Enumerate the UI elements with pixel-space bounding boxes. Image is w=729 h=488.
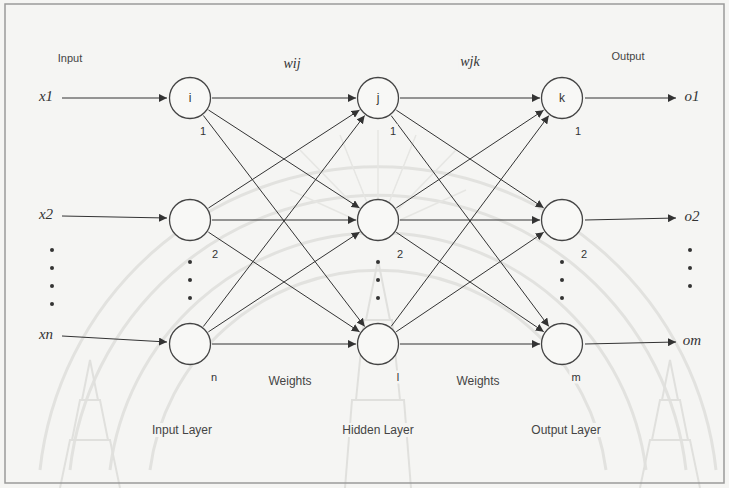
neuron-letter: j — [375, 91, 382, 105]
neuron-index: 1 — [198, 125, 208, 138]
weight-connection — [391, 116, 549, 327]
neuron-outline — [540, 322, 584, 366]
layer-label: Output Layer — [529, 423, 602, 437]
neuron-index: 1 — [573, 125, 583, 138]
weight-connection — [203, 115, 364, 326]
weight-connection — [208, 110, 359, 208]
weight-connection — [208, 232, 359, 332]
neuron-outline — [356, 198, 400, 242]
weight-connection — [208, 232, 359, 332]
neuron-index: n — [209, 371, 219, 384]
input-variable: x2 — [37, 206, 55, 223]
frame — [5, 4, 724, 483]
output-variable: o1 — [683, 88, 702, 105]
section-heading: Output — [609, 50, 646, 63]
weight-connection — [212, 98, 356, 99]
input-variable: xn — [37, 326, 55, 343]
section-heading: Input — [56, 52, 84, 65]
neuron-circle — [542, 78, 583, 119]
output-variable: o2 — [683, 208, 702, 225]
neuron-circle — [358, 324, 399, 365]
weight-connection — [208, 110, 359, 208]
weight-connection — [396, 232, 544, 331]
watermark-arcs — [40, 167, 716, 470]
input-variable: x1 — [37, 88, 55, 105]
neuron-index: l — [395, 371, 401, 384]
neuron-node: 2 — [168, 198, 212, 242]
watermark-temples — [60, 260, 700, 488]
neuron-node: k1 — [540, 76, 584, 120]
neuron-index: m — [569, 371, 582, 384]
neuron-index: 2 — [395, 248, 405, 261]
weight-connection — [396, 110, 543, 208]
neuron-node: l — [356, 322, 400, 366]
neuron-node: n — [168, 322, 212, 366]
weight-connection — [391, 116, 549, 327]
neuron-node: i1 — [168, 76, 212, 120]
neuron-node: j1 — [356, 76, 400, 120]
neuron-outline — [356, 322, 400, 366]
layer-label: Input Layer — [150, 423, 214, 437]
layer-label: Hidden Layer — [340, 423, 415, 437]
weight-connection — [396, 232, 544, 331]
neuron-circle — [170, 324, 211, 365]
neuron-index: 2 — [210, 248, 220, 261]
weight-connection — [203, 115, 364, 326]
neuron-outline — [168, 322, 212, 366]
neuron-circle — [170, 78, 211, 119]
weights-label: Weights — [266, 374, 313, 388]
ellipsis-dots — [50, 248, 692, 306]
weights-label: Weights — [454, 374, 501, 388]
weight-connection — [212, 344, 356, 345]
weight-connection — [400, 98, 540, 99]
neuron-letter: i — [187, 91, 194, 105]
weight-connection — [396, 110, 543, 208]
io-arrows — [62, 98, 676, 344]
neuron-circle — [358, 78, 399, 119]
neuron-circle — [542, 200, 583, 241]
neuron-node: 2 — [540, 198, 584, 242]
neuron-circle — [358, 200, 399, 241]
weight-symbol: wij — [281, 56, 302, 72]
neuron-outline — [540, 198, 584, 242]
neuron-node: 2 — [356, 198, 400, 242]
neuron-index: 1 — [388, 125, 398, 138]
neuron-index: 2 — [579, 248, 589, 261]
neuron-outline — [168, 198, 212, 242]
output-variable: om — [681, 332, 703, 349]
weight-connection — [400, 344, 540, 345]
neuron-circle — [170, 200, 211, 241]
weight-symbol: wjk — [458, 54, 481, 70]
neuron-node: m — [540, 322, 584, 366]
neuron-circle — [542, 324, 583, 365]
neuron-letter: k — [557, 91, 567, 105]
